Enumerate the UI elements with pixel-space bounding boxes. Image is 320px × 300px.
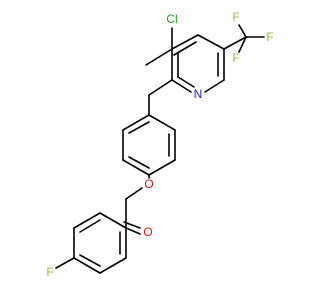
cf3-fluorine-bottom-label: F <box>232 51 239 65</box>
bond <box>125 187 143 200</box>
bond <box>148 79 173 96</box>
bond <box>122 159 150 176</box>
atom-labels: Cl F F F N O O F <box>46 10 273 279</box>
bond <box>238 36 247 53</box>
bond <box>223 36 247 50</box>
chlorine-label: Cl <box>166 12 177 26</box>
cf3-fluorine-right-label: F <box>266 30 273 44</box>
cf3-fluorine-top-label: F <box>232 10 239 24</box>
bond <box>79 254 101 267</box>
bond <box>204 79 225 93</box>
bond <box>145 48 173 66</box>
aryl-fluorine-label: F <box>46 265 53 279</box>
bond <box>177 76 195 88</box>
bond <box>148 114 176 131</box>
bond <box>128 121 150 134</box>
chemical-structure-diagram: Cl F F F N O O F <box>46 10 273 279</box>
ether-oxygen-label: O <box>144 177 153 191</box>
bond <box>197 34 225 50</box>
bond <box>171 34 199 50</box>
carbonyl-oxygen-label: O <box>143 225 152 239</box>
bond-lines <box>55 24 265 274</box>
bond <box>79 219 101 233</box>
bond <box>73 257 101 274</box>
bond <box>122 114 150 131</box>
bond <box>73 212 101 229</box>
bond <box>123 221 141 229</box>
bond <box>238 24 247 38</box>
bond <box>55 257 75 269</box>
bond <box>171 79 192 93</box>
bond <box>99 212 127 229</box>
pyridine-nitrogen-label: N <box>194 87 203 101</box>
bond <box>125 227 141 235</box>
bond <box>148 159 176 176</box>
bond <box>99 257 127 274</box>
bond <box>128 156 150 169</box>
